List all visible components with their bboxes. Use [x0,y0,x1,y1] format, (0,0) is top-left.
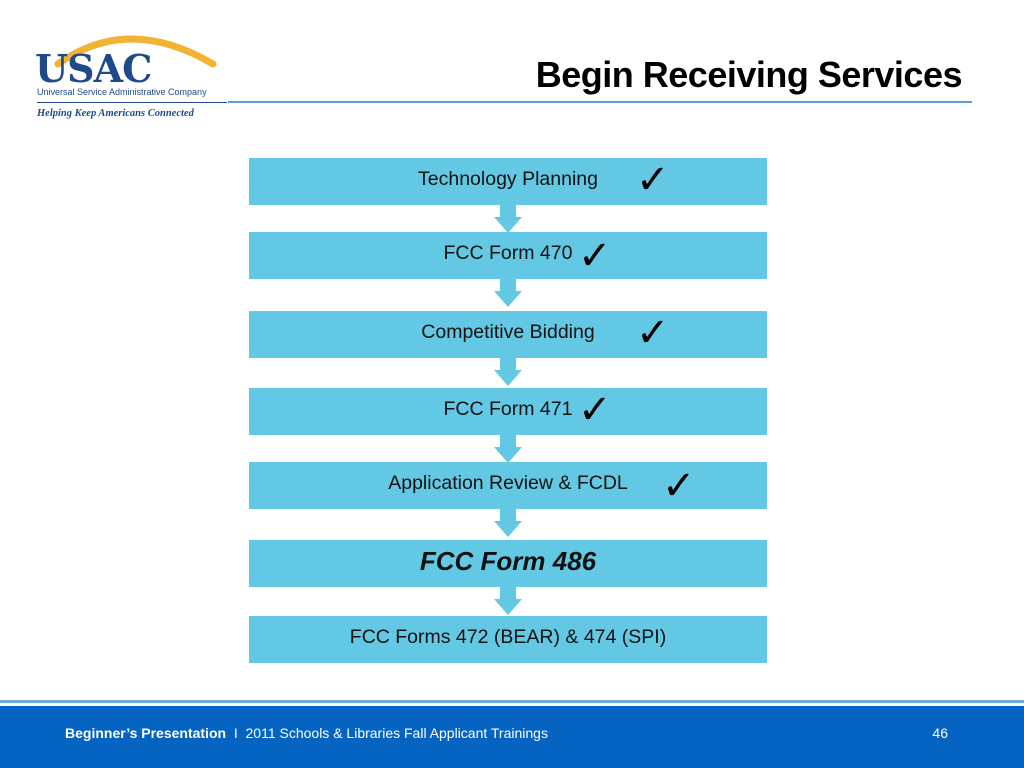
page-title: Begin Receiving Services [535,54,963,95]
step-application-review-fcdl: Application Review & FCDL [249,462,767,509]
checkmark-icon: ✓ [662,463,696,509]
footer-divider [0,700,1024,703]
checkmark-icon: ✓ [636,310,670,356]
down-arrow-icon [494,205,522,233]
logo-wordmark: USAC [35,46,152,91]
page-number: 46 [932,725,948,741]
step-label: FCC Form 471 [443,398,573,420]
step-fcc-form-486: FCC Form 486 [249,540,767,587]
footer: Beginner’s Presentation I 2011 Schools &… [0,706,1024,768]
down-arrow-icon [494,279,522,307]
step-label: Technology Planning [418,168,598,190]
step-label: FCC Form 486 [419,546,597,576]
step-label: Application Review & FCDL [388,472,628,494]
footer-event: 2011 Schools & Libraries Fall Applicant … [245,725,548,741]
down-arrow-icon [494,358,522,386]
footer-presentation: Beginner’s Presentation [65,725,227,741]
usac-logo: USAC Universal Service Administrative Co… [28,24,228,124]
logo-divider [37,102,227,103]
checkmark-icon: ✓ [636,157,670,203]
logo-arc-icon [54,35,217,68]
footer-caption: Beginner’s Presentation I 2011 Schools &… [65,725,548,741]
step-competitive-bidding: Competitive Bidding [249,311,767,358]
down-arrow-icon [494,587,522,615]
step-fcc-form-471: FCC Form 471 [249,388,767,435]
logo-tagline: Helping Keep Americans Connected [37,108,194,119]
step-fcc-form-470: FCC Form 470 [249,232,767,279]
step-label: FCC Form 470 [443,242,573,264]
footer-separator: I [233,725,238,741]
checkmark-icon: ✓ [578,233,612,279]
title-divider [228,101,972,103]
step-technology-planning: Technology Planning [249,158,767,205]
step-label: FCC Forms 472 (BEAR) & 474 (SPI) [349,626,667,648]
step-label: Competitive Bidding [421,321,595,343]
step-fcc-forms-472-474: FCC Forms 472 (BEAR) & 474 (SPI) [249,616,767,663]
down-arrow-icon [494,435,522,463]
down-arrow-icon [494,509,522,537]
logo-subtitle: Universal Service Administrative Company [37,87,207,97]
checkmark-icon: ✓ [578,387,612,433]
